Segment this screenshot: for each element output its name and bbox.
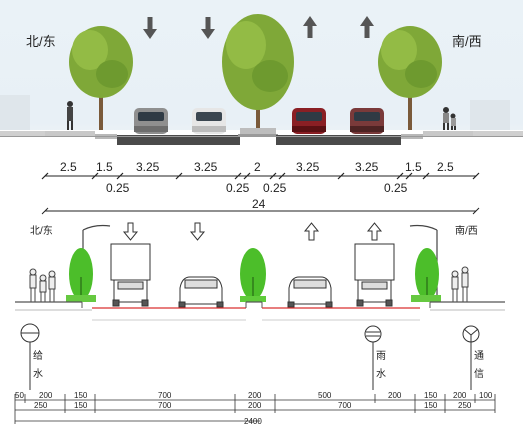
pedestrian-icon bbox=[67, 101, 73, 130]
width-label: 3.25 bbox=[194, 160, 218, 174]
arrow-up-icon bbox=[303, 222, 320, 241]
green-tree-icon bbox=[240, 248, 266, 302]
dimension-value: 500 bbox=[318, 391, 332, 400]
gap-label: 0.25 bbox=[263, 181, 287, 195]
car-icon bbox=[287, 276, 333, 308]
utility-label: 雨 bbox=[376, 351, 386, 362]
median-tree-icon bbox=[222, 14, 294, 132]
south-west-label: 南/西 bbox=[452, 34, 482, 49]
dimension-value: 200 bbox=[248, 401, 262, 410]
shrub-icon bbox=[66, 295, 441, 302]
utility-label: 水 bbox=[33, 368, 43, 380]
utility-label: 给 bbox=[33, 349, 43, 362]
arrow-up-icon bbox=[360, 16, 374, 38]
width-dimension-line bbox=[41, 172, 480, 180]
pedestrian-icon bbox=[450, 113, 456, 132]
total-dimension-line bbox=[41, 207, 480, 215]
width-label: 2 bbox=[254, 160, 261, 174]
width-label: 1.5 bbox=[96, 160, 113, 174]
road-surface bbox=[0, 128, 523, 220]
gap-label: 0.25 bbox=[106, 181, 130, 195]
arrow-up-icon bbox=[303, 16, 317, 38]
south-west-label: 南/西 bbox=[455, 224, 478, 237]
street-tree-icon bbox=[378, 26, 442, 132]
dimension-value: 200 bbox=[39, 391, 53, 400]
utility-label: 通 bbox=[474, 350, 484, 362]
car-icon bbox=[292, 108, 326, 134]
line-section-svg: 北/东 南/西 bbox=[14, 222, 505, 425]
street-tree-icon bbox=[69, 26, 133, 132]
line-cross-section: 北/东 南/西 bbox=[0, 222, 523, 425]
rainwater-icon bbox=[364, 325, 382, 390]
dimension-value: 50 bbox=[15, 391, 24, 400]
dimension-value: 150 bbox=[74, 401, 88, 410]
rendered-cross-section: 北/东 南/西 bbox=[0, 0, 523, 222]
arrow-down-icon bbox=[189, 222, 206, 241]
dimension-value: 150 bbox=[424, 401, 438, 410]
dimension-value: 200 bbox=[453, 391, 467, 400]
pedestrian-icon bbox=[443, 107, 449, 131]
width-label: 3.25 bbox=[355, 160, 379, 174]
dimension-value: 250 bbox=[34, 401, 48, 410]
total-dimension-value: 2400 bbox=[244, 417, 262, 425]
dimension-value: 100 bbox=[479, 391, 493, 400]
utility-label: 信 bbox=[474, 368, 484, 380]
arrow-up-icon bbox=[366, 222, 383, 241]
dimension-value: 200 bbox=[388, 391, 402, 400]
car-icon bbox=[178, 276, 224, 308]
arrow-down-icon bbox=[143, 17, 157, 39]
water-supply-icon bbox=[20, 323, 40, 390]
rendered-section-svg: 北/东 南/西 bbox=[0, 14, 523, 220]
green-tree-icon bbox=[415, 248, 439, 302]
arrow-down-icon bbox=[201, 17, 215, 39]
pedestrians-icon bbox=[451, 266, 469, 302]
car-icon bbox=[350, 108, 384, 134]
dimension-value: 150 bbox=[74, 391, 88, 400]
arrow-down-icon bbox=[122, 222, 139, 241]
dimension-value: 200 bbox=[248, 391, 262, 400]
dimension-value: 250 bbox=[458, 401, 472, 410]
pedestrians-icon bbox=[29, 268, 56, 302]
dimension-value: 700 bbox=[158, 391, 172, 400]
green-tree-icon bbox=[69, 248, 93, 302]
gap-label: 0.25 bbox=[226, 181, 250, 195]
width-label: 2.5 bbox=[437, 160, 454, 174]
north-east-label: 北/东 bbox=[26, 34, 56, 49]
utility-label: 水 bbox=[376, 368, 386, 380]
width-label: 3.25 bbox=[296, 160, 320, 174]
north-east-label: 北/东 bbox=[30, 224, 53, 237]
truck-icon bbox=[110, 243, 151, 307]
width-label: 1.5 bbox=[405, 160, 422, 174]
city-backdrop bbox=[0, 95, 510, 135]
gap-label: 0.25 bbox=[384, 181, 408, 195]
truck-icon bbox=[354, 243, 395, 307]
car-icon bbox=[134, 108, 168, 134]
width-label: 3.25 bbox=[136, 160, 160, 174]
dimension-row bbox=[14, 394, 496, 424]
road-profile bbox=[15, 301, 505, 321]
total-width-label: 24 bbox=[252, 197, 266, 211]
dimension-value: 150 bbox=[424, 391, 438, 400]
width-label: 2.5 bbox=[60, 160, 77, 174]
dimension-value: 700 bbox=[338, 401, 352, 410]
car-icon bbox=[192, 108, 226, 134]
telecom-icon bbox=[462, 325, 480, 390]
dimension-value: 700 bbox=[158, 401, 172, 410]
